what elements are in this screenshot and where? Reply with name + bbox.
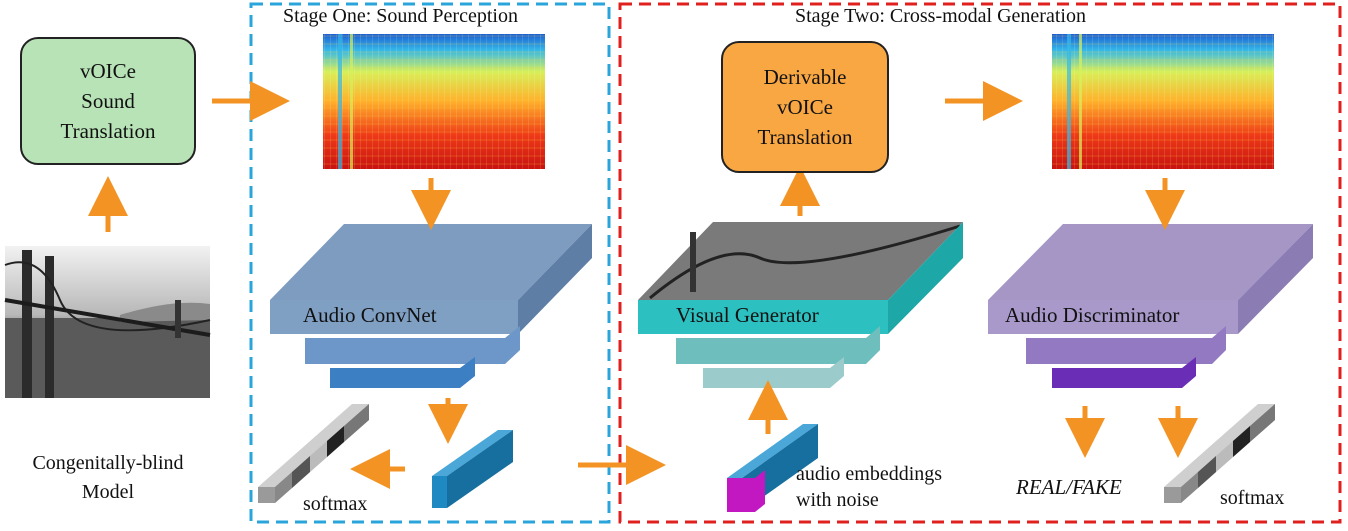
voice-line-1: vOICe — [80, 59, 136, 83]
derivable-line-2: vOICe — [777, 95, 833, 119]
stage-one-frame — [249, 2, 611, 524]
congenitally-blind-caption: Congenitally-blind Model — [8, 449, 208, 507]
stage-two-title: Stage Two: Cross-modal Generation — [795, 5, 1086, 27]
derivable-line-3: Translation — [757, 125, 853, 149]
voice-line-2: Sound — [81, 89, 135, 113]
audio-convnet-block — [270, 224, 592, 388]
voice-translation-box: vOICe Sound Translation — [20, 37, 196, 165]
derivable-voice-box: Derivable vOICe Translation — [721, 41, 889, 173]
visual-generator-block — [638, 222, 963, 388]
softmax-stack-right — [1164, 404, 1275, 503]
audio-discriminator-label: Audio Discriminator — [1005, 303, 1180, 327]
noise-caption: audio embeddings with noise — [796, 461, 942, 513]
real-fake-label: REAL/FAKE — [1016, 475, 1122, 499]
voice-line-3: Translation — [60, 119, 156, 143]
derivable-line-1: Derivable — [763, 65, 847, 89]
softmax-stack-left — [258, 404, 369, 503]
caption-line-2: Model — [81, 481, 135, 503]
softmax-left-label: softmax — [303, 493, 368, 515]
noise-line-2: with noise — [796, 489, 879, 511]
noise-line-1: audio embeddings — [796, 463, 943, 485]
stage-two-frame — [618, 2, 1342, 524]
spectrogram-stage-one — [323, 34, 545, 169]
visual-generator-label: Visual Generator — [676, 303, 819, 327]
audio-discriminator-block — [988, 224, 1313, 388]
noise-embedding-vector — [727, 424, 818, 512]
spectrogram-stage-two — [1052, 34, 1274, 169]
caption-line-1: Congenitally-blind — [32, 452, 184, 474]
flow-arrows — [88, 81, 1198, 489]
stage-one-title: Stage One: Sound Perception — [283, 5, 518, 27]
audio-convnet-label: Audio ConvNet — [303, 303, 437, 327]
bridge-photo — [4, 246, 211, 398]
softmax-right-label: softmax — [1220, 487, 1285, 509]
audio-embedding-vector — [432, 430, 513, 508]
